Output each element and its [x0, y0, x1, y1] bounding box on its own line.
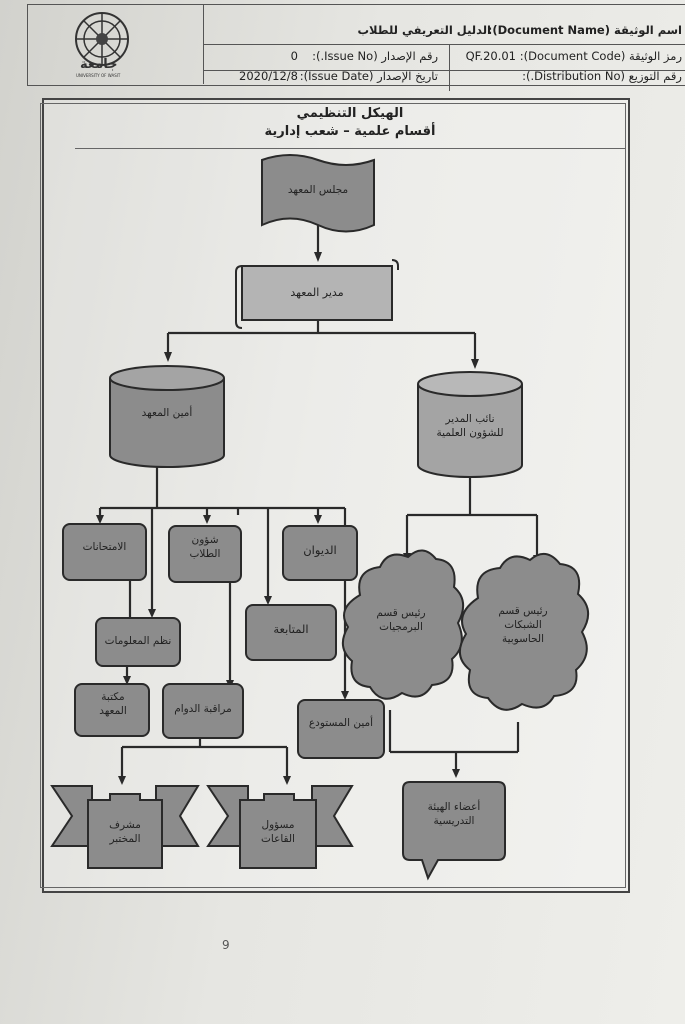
logo-subtext: UNIVERSITY OF WASIT — [76, 73, 121, 78]
distribution-row: رقم التوزيع (Distribution No.): تاريخ ال… — [204, 65, 685, 91]
programming-head-node — [341, 549, 465, 700]
issue-date-value: 2020/12/8 — [239, 69, 298, 83]
doc-name-row: اسم الوثيقة (Document Name): الدليل التع… — [204, 19, 685, 45]
page-number: 9 — [222, 938, 230, 952]
university-logo: جامعة UNIVERSITY OF WASIT — [28, 5, 204, 84]
org-chart-subtitle: أقسام علمية – شعب إدارية — [264, 124, 436, 139]
dean-node — [235, 259, 399, 329]
council-node — [261, 154, 375, 233]
library-node — [74, 683, 150, 737]
attendance-node — [162, 683, 244, 739]
doc-name-value: الدليل التعريفي للطلاب — [357, 23, 491, 37]
student-affairs-node — [168, 525, 242, 583]
diwan-node — [282, 525, 358, 581]
org-chart-title-box: الهيكل التنظيمي أقسام علمية – شعب إدارية — [75, 105, 625, 149]
issue-no-label: رقم الإصدار (Issue No.): — [312, 49, 438, 63]
halls-node — [206, 785, 354, 869]
issue-no-value: 0 — [290, 49, 298, 63]
labs-node — [50, 785, 200, 869]
secretary-node — [109, 365, 225, 468]
doc-code-label: رمز الوثيقة (Document Code): — [519, 49, 682, 63]
exams-node — [62, 523, 147, 581]
issue-date-label: تاريخ الإصدار (Issue Date): — [299, 69, 438, 83]
logo-text: جامعة — [80, 57, 118, 72]
network-head-node — [459, 553, 589, 711]
org-chart-title: الهيكل التنظيمي — [296, 106, 404, 121]
doc-code-value: QF.20.01 — [465, 49, 516, 63]
org-chart-inner-border — [40, 103, 626, 888]
doc-name-label: اسم الوثيقة (Document Name): — [487, 23, 682, 37]
logo-seal-icon — [75, 12, 129, 66]
distribution-label: رقم التوزيع (Distribution No.): — [522, 69, 682, 83]
info-systems-node — [95, 617, 181, 667]
faculty-node — [402, 781, 506, 881]
deputy-node — [417, 371, 523, 478]
warehouse-node — [297, 699, 385, 759]
document-header: جامعة UNIVERSITY OF WASIT اسم الوثيقة (D… — [27, 4, 685, 91]
followup-node — [245, 604, 337, 661]
doc-code-row: رمز الوثيقة (Document Code): QF.20.01 رق… — [204, 45, 685, 71]
